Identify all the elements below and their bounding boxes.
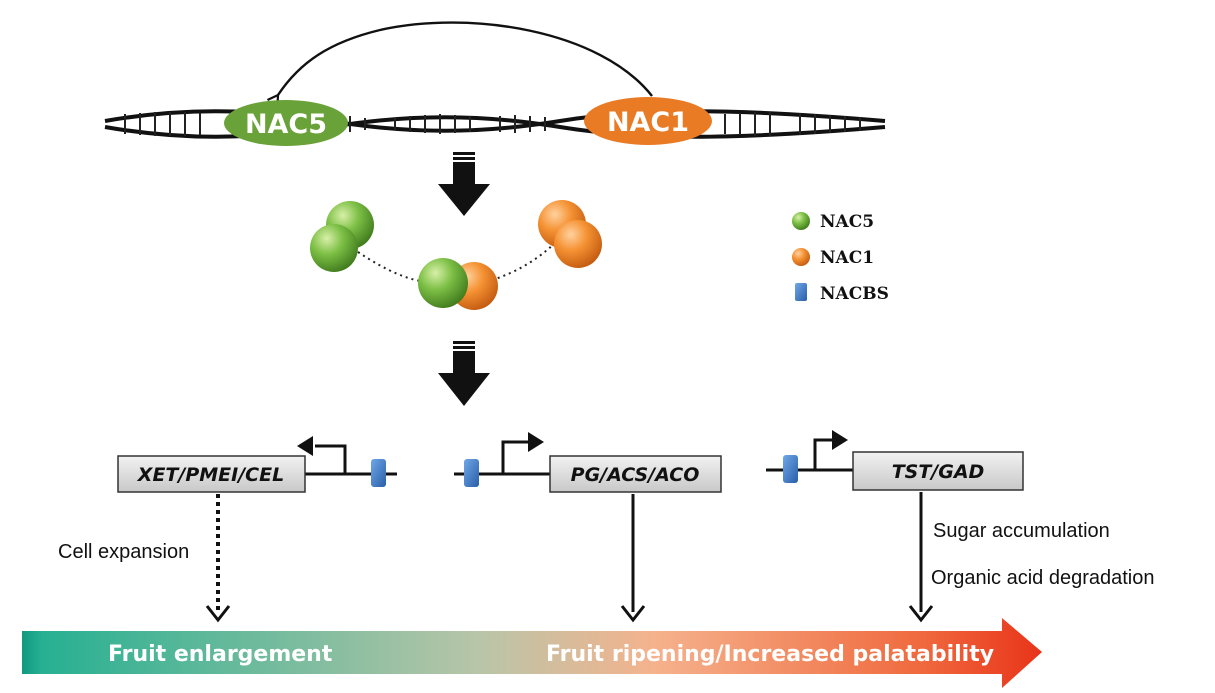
nacbs-box-icon xyxy=(371,459,386,487)
nacbs-box-icon xyxy=(783,455,798,483)
gene-nac5: NAC5 xyxy=(224,100,348,146)
nac1-homodimer xyxy=(538,200,602,268)
outcome-left-label: Fruit enlargement xyxy=(108,642,333,667)
gene-box xyxy=(852,451,1024,491)
target-gene-pg-acs-aco: PG/ACS/ACO xyxy=(454,432,722,623)
legend-label-nacbs: NACBS xyxy=(820,284,889,304)
promoter-arrow-icon xyxy=(528,432,544,452)
arrowhead-icon xyxy=(908,605,934,623)
gene-label: TST/GAD xyxy=(892,461,985,483)
regulation-arrow xyxy=(278,21,653,96)
gene-box xyxy=(549,455,722,493)
outcome-bar: Fruit enlargement Fruit ripening/Increas… xyxy=(22,618,1042,688)
nac5-homodimer xyxy=(310,201,374,272)
legend-label-nac5: NAC5 xyxy=(820,212,874,232)
orange-sphere-icon xyxy=(792,248,810,266)
target-gene-tst-gad: TST/GAD Sugar accumulation Organic acid … xyxy=(766,430,1154,623)
effect-label: Organic acid degradation xyxy=(931,567,1154,589)
gene-nac1-oval xyxy=(584,97,712,145)
arrowhead-icon xyxy=(620,605,646,623)
effect-label: Cell expansion xyxy=(58,541,189,563)
gene-box xyxy=(117,455,306,493)
nac5-nac1-heterodimer xyxy=(418,258,498,310)
promoter-arrow-icon xyxy=(832,430,848,450)
block-arrow-down-icon xyxy=(438,341,490,406)
green-sphere-icon xyxy=(792,212,810,230)
promoter-arrow-icon xyxy=(297,436,313,456)
gene-nac5-oval xyxy=(224,100,348,146)
outcome-right-label: Fruit ripening/Increased palatability xyxy=(546,642,994,667)
effect-label: Sugar accumulation xyxy=(933,520,1110,542)
arrowhead-icon xyxy=(205,605,231,623)
target-gene-xet-pmei-cel: XET/PMEI/CEL Cell expansion xyxy=(58,436,397,623)
gene-nac5-label: NAC5 xyxy=(245,109,327,140)
dna-helix xyxy=(104,109,886,139)
legend-label-nac1: NAC1 xyxy=(820,248,874,268)
gene-label: PG/ACS/ACO xyxy=(571,464,700,486)
protein-dimers xyxy=(310,200,602,310)
block-arrow-down-icon xyxy=(438,152,490,216)
gene-nac1: NAC1 xyxy=(584,97,712,145)
gene-nac1-label: NAC1 xyxy=(607,107,689,138)
blue-box-icon xyxy=(795,283,807,301)
gene-label: XET/PMEI/CEL xyxy=(137,464,284,486)
legend: NAC5 NAC1 NACBS xyxy=(792,212,889,304)
nacbs-box-icon xyxy=(464,459,479,487)
